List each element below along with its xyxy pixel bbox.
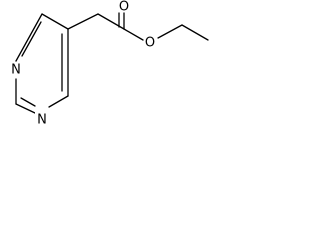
- bond-oester-ch2: [157, 24, 183, 39]
- bond-c5-ccarbonyl: [67, 13, 99, 30]
- bond-c4-n3: [48, 95, 69, 108]
- atom-n1: N: [11, 63, 21, 78]
- atom-o-ester: O: [145, 36, 155, 51]
- ester-chain: [67, 12, 209, 41]
- atom-n3: N: [37, 113, 47, 128]
- atom-o-carbonyl: O: [119, 0, 129, 15]
- atom-labels: N N O O: [9, 0, 155, 128]
- bond-c-oester: [97, 13, 125, 30]
- bond-n1-c6: [15, 13, 43, 62]
- label-bg-n1: [9, 62, 23, 78]
- bond-ch2-ch3: [181, 24, 209, 41]
- bond-c6-c5: [41, 13, 69, 30]
- bond-n3-c2: [15, 103, 36, 114]
- bond-n3-c2-double: [20, 97, 36, 107]
- label-bg-n3: [35, 112, 49, 128]
- chemical-structure: N N O O: [9, 0, 209, 128]
- pyrimidine-ring: [15, 13, 69, 114]
- bond-ccarbonyl-oester: [123, 28, 144, 41]
- bond-c6-n1-double: [21, 21, 42, 57]
